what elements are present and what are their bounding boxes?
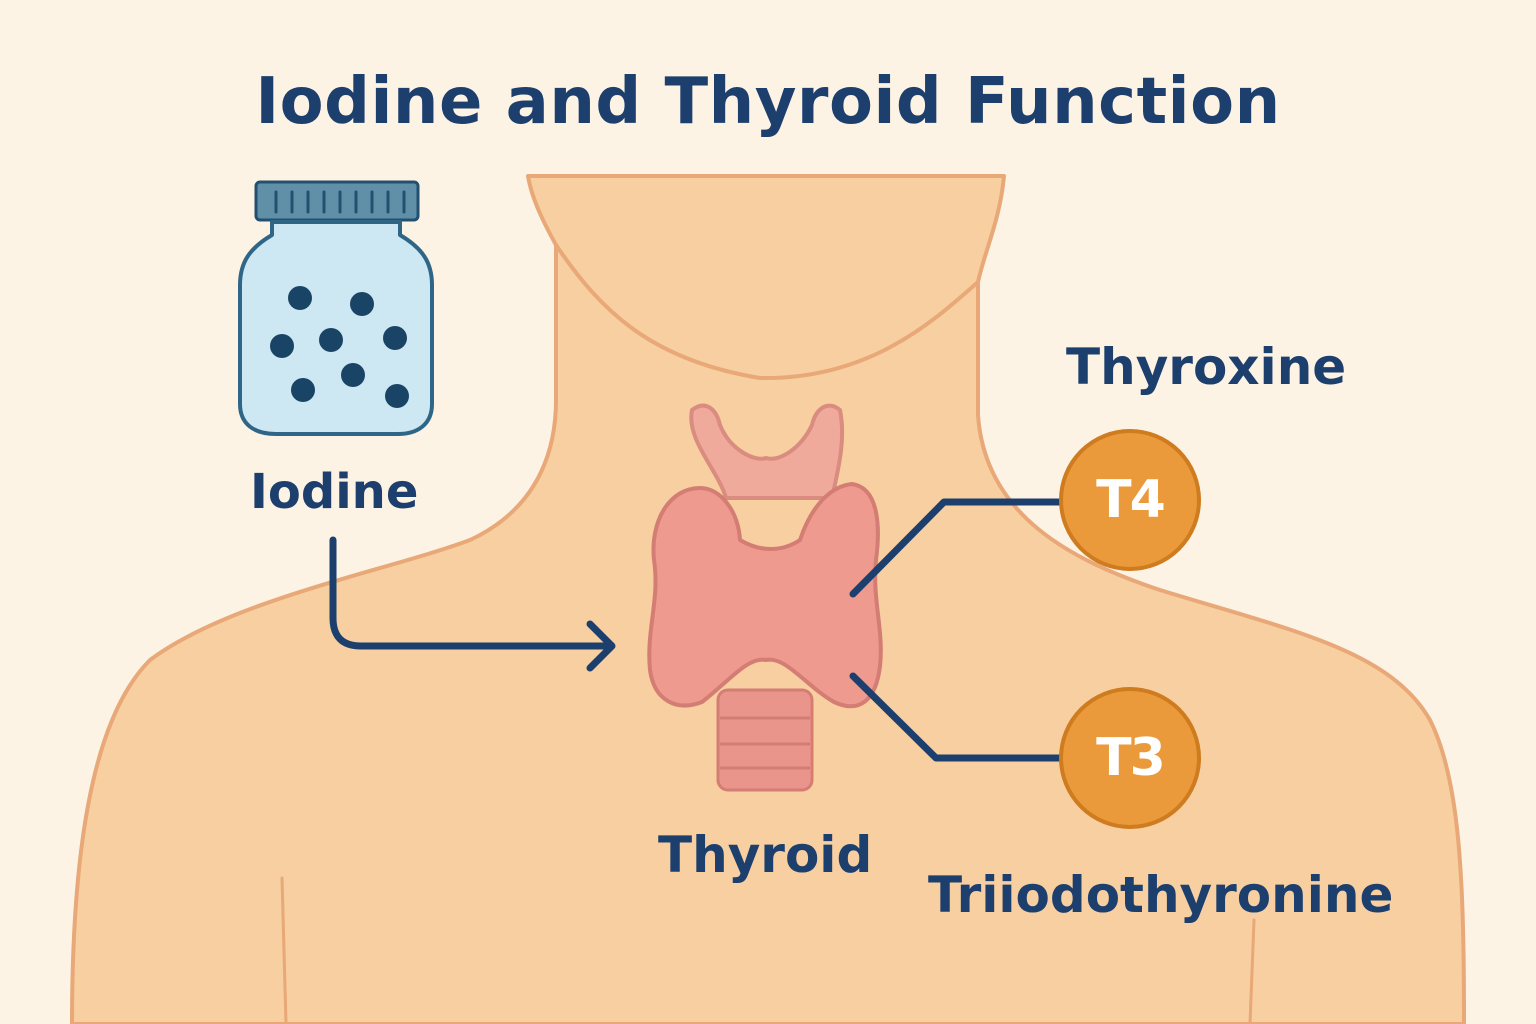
thyroid-lobes — [647, 482, 883, 709]
chin-line — [554, 243, 980, 381]
t4-badge-text: T4 — [1096, 470, 1166, 530]
t3-connector-line — [849, 672, 1066, 762]
jar-lid-ridges — [274, 190, 406, 214]
left-armpit-line — [280, 876, 288, 1024]
triiodothyronine-label: Triiodothyronine — [928, 866, 1394, 924]
jar-body — [238, 220, 434, 436]
right-armpit-line — [1248, 918, 1256, 1024]
arrow-right-icon — [329, 536, 616, 672]
iodine-particles — [270, 286, 409, 408]
diagram-title: Iodine and Thyroid Function — [255, 65, 1281, 139]
arrow-head — [586, 620, 616, 672]
t3-badge-text: T3 — [1096, 728, 1166, 788]
thyroid-label: Thyroid — [658, 826, 873, 884]
t4-hormone-badge: T4 — [1059, 429, 1201, 571]
trachea — [716, 688, 814, 792]
thyroid-cartilage — [689, 403, 845, 500]
jar-lid — [254, 180, 420, 222]
t4-connector-line — [849, 498, 1066, 598]
thyroxine-label: Thyroxine — [1066, 338, 1347, 396]
t3-hormone-badge: T3 — [1059, 687, 1201, 829]
iodine-jar-icon — [238, 180, 434, 436]
trachea-rings — [720, 716, 810, 770]
thyroid-gland-icon — [647, 403, 883, 792]
iodine-label: Iodine — [250, 464, 419, 520]
iodine-flow-line — [329, 536, 612, 650]
